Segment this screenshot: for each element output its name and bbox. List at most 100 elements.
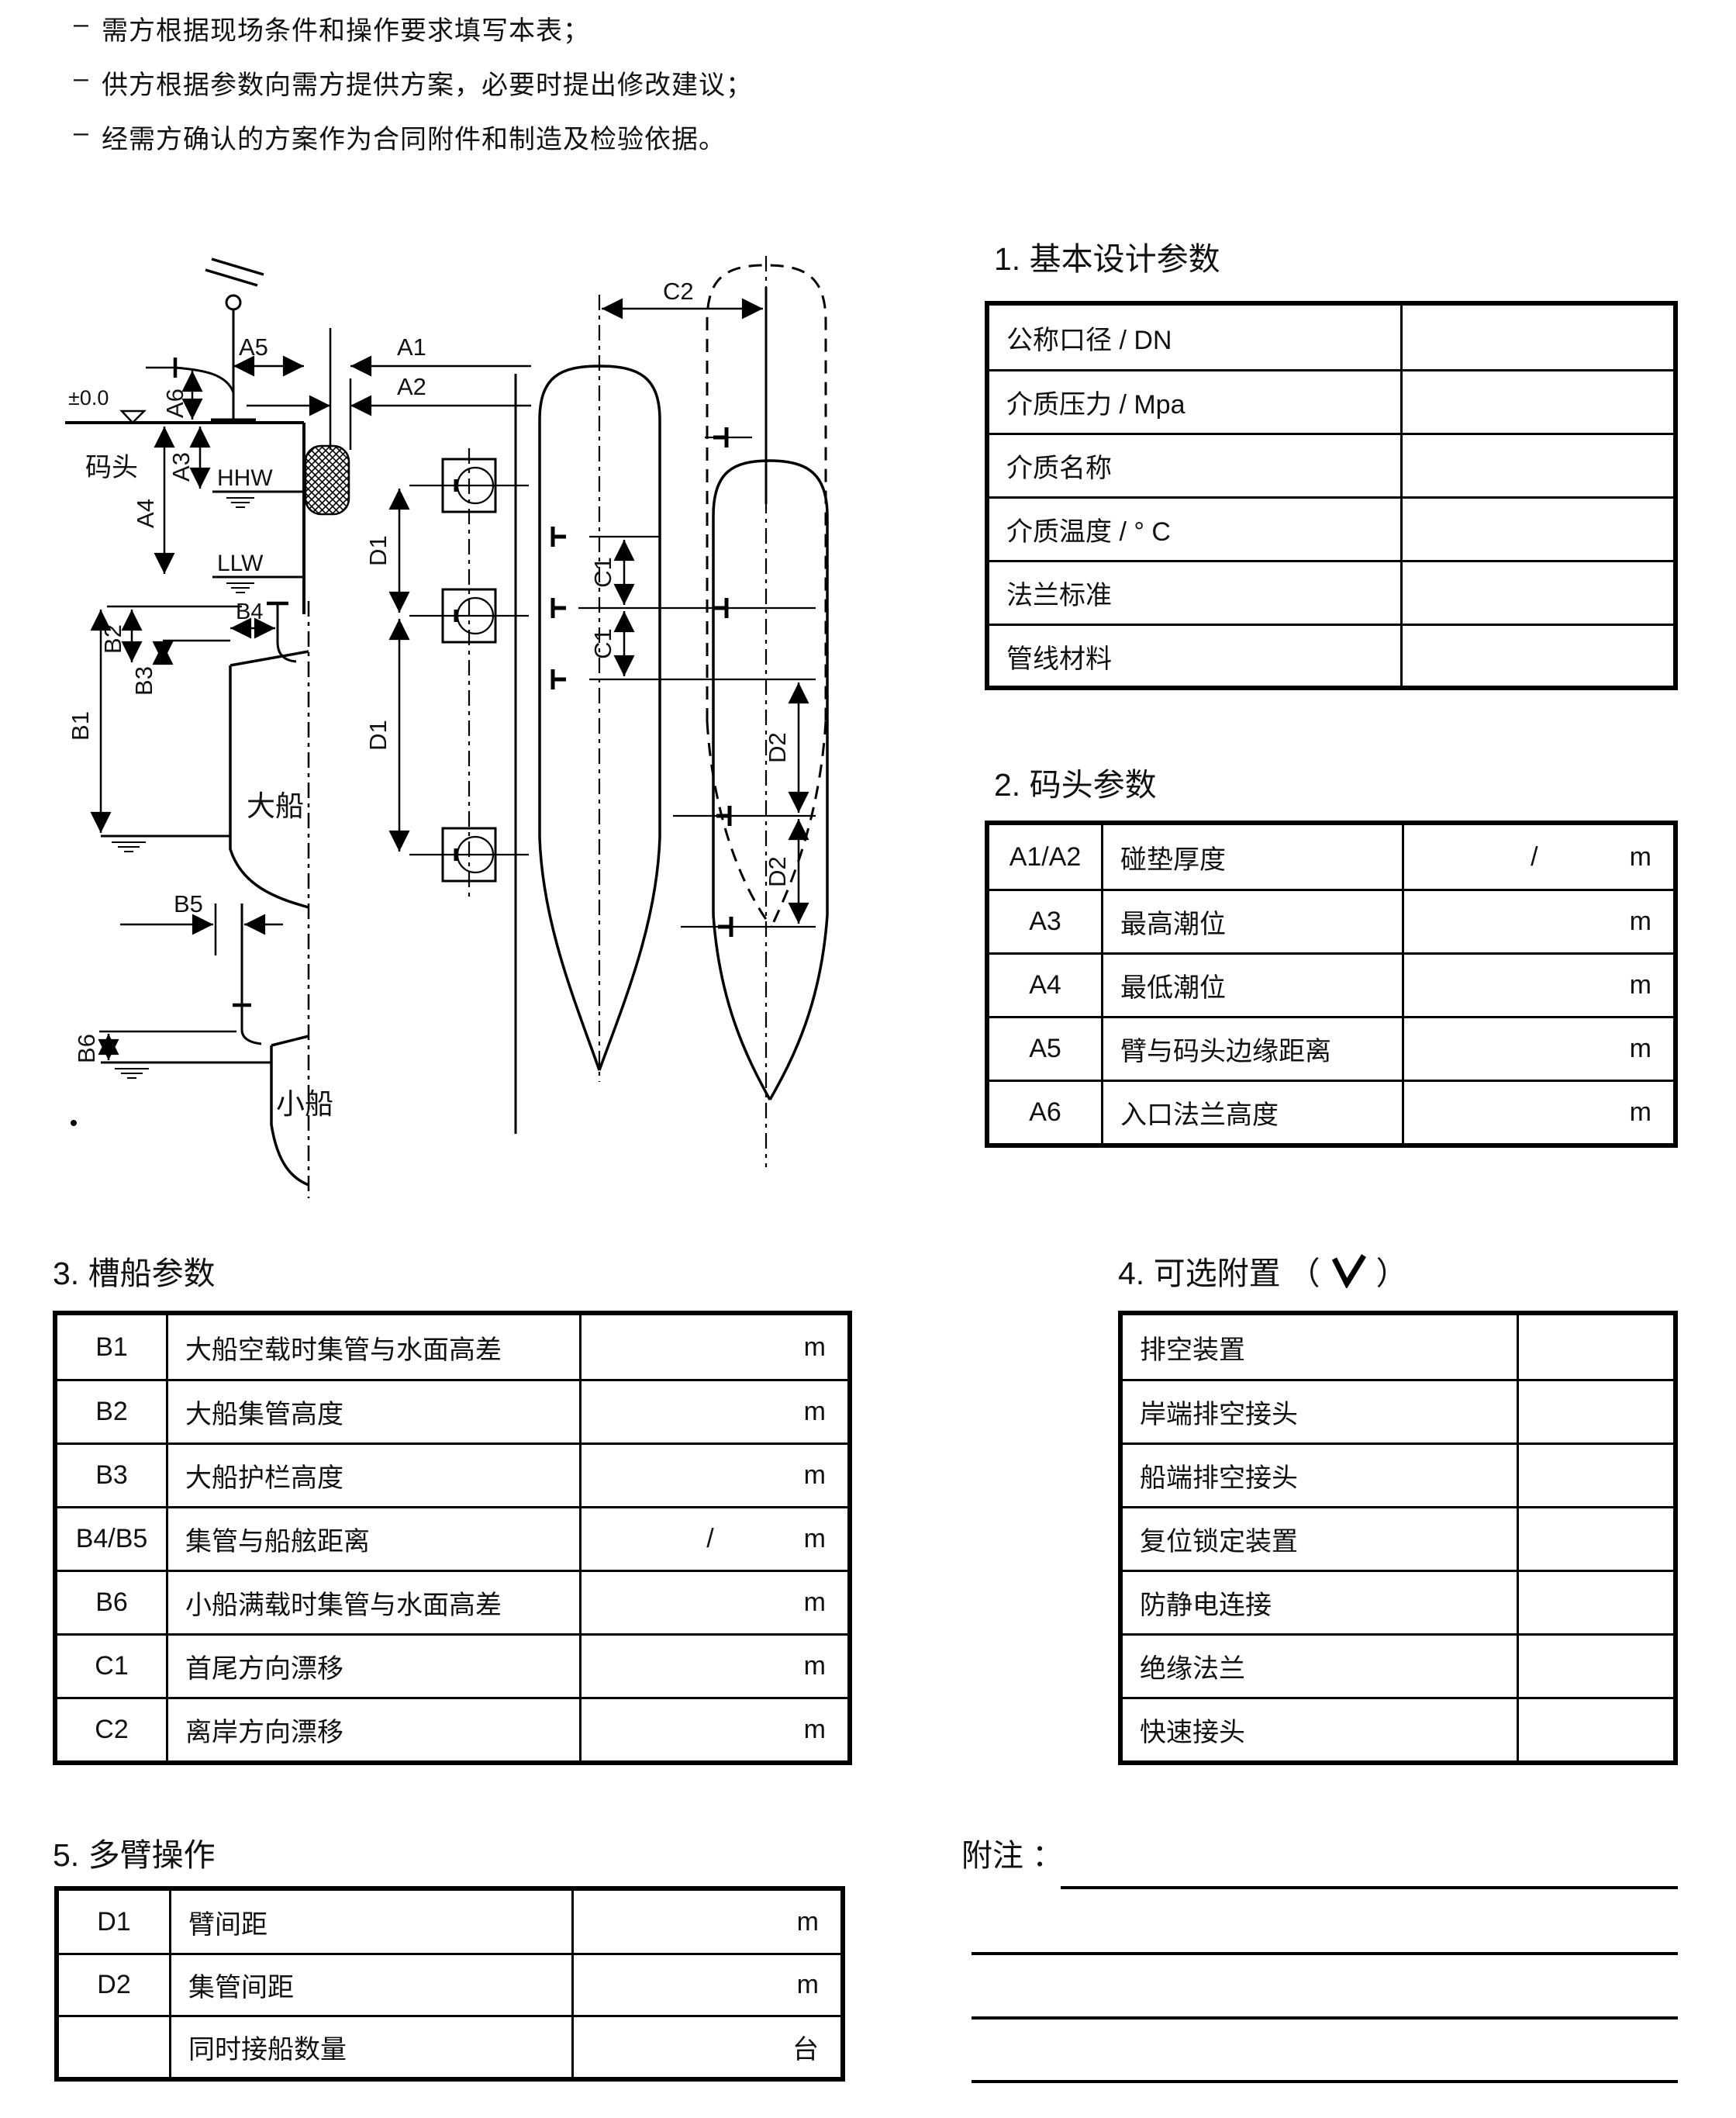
check-icon — [1331, 1254, 1366, 1288]
param-value-field[interactable] — [1400, 371, 1673, 433]
table-row: A1/A2 碰垫厚度 / m — [989, 825, 1673, 889]
param-value-field[interactable]: m — [571, 1955, 840, 2015]
dim-a4-label: A4 — [132, 499, 159, 528]
unit-label: 台 — [792, 2035, 819, 2064]
section5-title: 5. 多臂操作 — [53, 1837, 216, 1873]
table-row: D2 集管间距 m — [59, 1953, 840, 2015]
option-check-field[interactable] — [1517, 1381, 1673, 1443]
param-code — [59, 2017, 169, 2077]
unit-label: m — [803, 1588, 826, 1617]
param-label: 臂间距 — [169, 1891, 571, 1953]
param-value-field[interactable]: m — [579, 1699, 847, 1760]
param-value-field[interactable]: 台 — [571, 2017, 840, 2077]
table-row: 介质压力 / Mpa — [989, 369, 1673, 433]
table-row: 公称口径 / DN — [989, 306, 1673, 369]
param-value-field[interactable]: m — [579, 1572, 847, 1633]
dash: – — [74, 9, 89, 39]
param-value-field[interactable]: m — [1402, 1082, 1673, 1143]
arm-base-3 — [409, 827, 529, 883]
dim-a6-label: A6 — [161, 389, 188, 418]
smallship-water-icon — [115, 1068, 149, 1079]
param-label: 公称口径 / DN — [1006, 325, 1172, 355]
unit-label: m — [796, 1906, 819, 1937]
section5-table: D1 臂间距 m D2 集管间距 m 同时接船数量 台 — [54, 1886, 845, 2082]
section4-table: 排空装置 岸端排空接头 船端排空接头 复位锁定装置 防静电连接 绝缘法兰 快速接… — [1118, 1311, 1678, 1765]
param-value-field[interactable]: m — [579, 1315, 847, 1379]
smallship-hull — [270, 1045, 309, 1187]
option-check-field[interactable] — [1517, 1315, 1673, 1379]
param-label: 介质名称 — [1006, 454, 1112, 483]
hhw-label: HHW — [217, 465, 273, 491]
param-label: 管线材料 — [1006, 644, 1112, 674]
param-value-field[interactable]: / m — [579, 1508, 847, 1570]
param-code: A6 — [1029, 1097, 1061, 1127]
option-check-field[interactable] — [1517, 1572, 1673, 1633]
option-check-field[interactable] — [1517, 1445, 1673, 1506]
table-row: 岸端排空接头 — [1123, 1379, 1673, 1443]
llw-label: LLW — [217, 551, 264, 576]
param-value-field[interactable] — [1400, 306, 1673, 369]
dim-c1-a-label: C1 — [589, 557, 616, 588]
unit-label: m — [1629, 1097, 1651, 1127]
param-label: 大船集管高度 — [166, 1381, 579, 1443]
bigship-deck-line — [230, 650, 309, 667]
note-line: – 供方根据参数向需方提供方案，必要时提出修改建议； — [74, 64, 753, 102]
param-code: D2 — [97, 1970, 131, 1999]
remarks-label: 附注 ： — [961, 1839, 1064, 1873]
param-value-field[interactable] — [1400, 435, 1673, 496]
param-value-field[interactable] — [1400, 562, 1673, 624]
param-value-field[interactable] — [1400, 626, 1673, 687]
option-check-field[interactable] — [1517, 1636, 1673, 1697]
param-label: 最低潮位 — [1101, 955, 1402, 1016]
dim-c2-label: C2 — [663, 278, 694, 305]
option-check-field[interactable] — [1517, 1699, 1673, 1760]
option-label: 复位锁定装置 — [1140, 1527, 1298, 1557]
fender-pad — [304, 444, 350, 516]
slash-placeholder: / — [706, 1524, 714, 1553]
manifold-t-icon — [713, 598, 729, 618]
ship1-outline-top — [538, 365, 661, 838]
remarks-line-3[interactable] — [972, 2016, 1678, 2020]
dim-b6-label: B6 — [73, 1034, 100, 1063]
table-row: B1 大船空载时集管与水面高差 m — [57, 1315, 847, 1379]
param-label: 大船空载时集管与水面高差 — [166, 1315, 579, 1379]
table-row: B2 大船集管高度 m — [57, 1379, 847, 1443]
param-code: B3 — [95, 1460, 128, 1490]
param-value-field[interactable] — [1400, 499, 1673, 560]
ship3-outline-top — [712, 459, 829, 915]
param-value-field[interactable]: m — [1402, 955, 1673, 1016]
arm-joint — [225, 294, 242, 311]
bigship-manifold-pipe — [276, 603, 297, 663]
param-label: 法兰标准 — [1006, 581, 1112, 610]
bigship-label: 大船 — [247, 790, 304, 822]
param-value-field[interactable]: m — [571, 1891, 840, 1953]
table-row: 同时接船数量 台 — [59, 2015, 840, 2077]
param-code: A4 — [1029, 970, 1061, 1000]
note-line: – 经需方确认的方案作为合同附件和制造及检验依据。 — [74, 118, 726, 156]
arm-base-1 — [409, 458, 529, 513]
dash: – — [74, 64, 89, 93]
param-value-field[interactable]: m — [1402, 891, 1673, 952]
dim-d2-a-label: D2 — [764, 732, 791, 763]
table-row: A5 臂与码头边缘距离 m — [989, 1016, 1673, 1080]
param-value-field[interactable]: m — [579, 1381, 847, 1443]
param-value-field[interactable]: m — [579, 1445, 847, 1506]
param-code: B6 — [95, 1588, 128, 1617]
bigship-water-icon — [112, 841, 146, 852]
option-check-field[interactable] — [1517, 1508, 1673, 1570]
param-code: B4/B5 — [75, 1524, 148, 1553]
inlet-elbow — [174, 366, 235, 393]
param-value-field[interactable]: m — [579, 1636, 847, 1697]
unit-label: m — [803, 1460, 826, 1490]
param-value-field[interactable]: m — [1402, 1018, 1673, 1080]
unit-label: m — [803, 1524, 826, 1553]
remarks-line-2[interactable] — [972, 1952, 1678, 1955]
param-value-field[interactable]: / m — [1402, 825, 1673, 889]
table-row: 法兰标准 — [989, 560, 1673, 624]
dim-c1-b-label: C1 — [589, 628, 616, 659]
remarks-line-4[interactable] — [972, 2080, 1678, 2083]
unit-label: m — [1629, 907, 1651, 936]
paren-close: ） — [1375, 1256, 1408, 1291]
remarks-line-1[interactable] — [1061, 1886, 1678, 1889]
stray-dot — [71, 1120, 77, 1126]
